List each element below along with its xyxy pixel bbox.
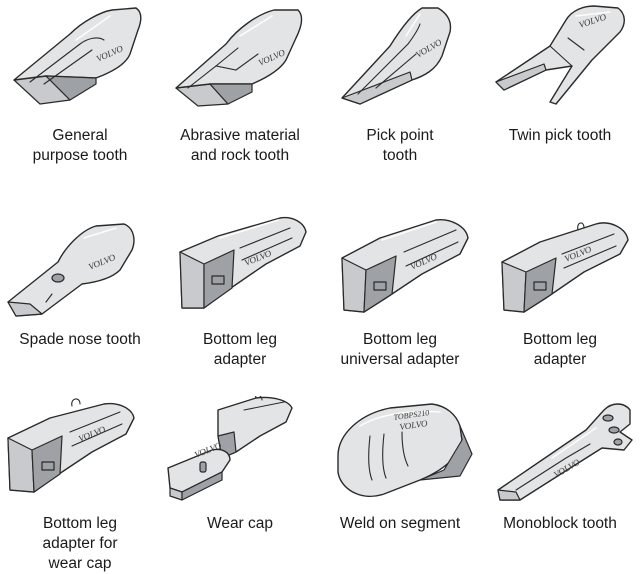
caption-bottom-leg-universal-adapter: Bottom leg universal adapter (320, 330, 480, 370)
caption-bottom-leg-adapter-2: Bottom leg adapter (480, 330, 640, 370)
spade-nose-tooth-icon: VOLVO (0, 212, 160, 324)
weld-on-segment-icon: TOBPS210 VOLVO (320, 396, 480, 508)
bottom-leg-adapter-alt-icon: VOLVO (480, 212, 640, 324)
catalog-item-pick-point-tooth: VOLVO Pick point tooth (320, 0, 480, 180)
abrasive-rock-tooth-icon: VOLVO (160, 0, 320, 112)
caption-wear-cap: Wear cap (160, 514, 320, 534)
catalog-item-wear-cap: VOLVO Wear cap (160, 396, 320, 574)
caption-pick-point-tooth: Pick point tooth (320, 126, 480, 166)
bottom-leg-adapter-wear-cap-icon: VOLVO (0, 396, 160, 508)
twin-pick-tooth-icon: VOLVO (480, 0, 640, 112)
catalog-item-bottom-leg-adapter: VOLVO Bottom leg adapter (160, 212, 320, 382)
caption-monoblock-tooth: Monoblock tooth (480, 514, 640, 534)
wear-cap-icon: VOLVO (160, 396, 320, 508)
caption-weld-on-segment: Weld on segment (320, 514, 480, 534)
catalog-item-monoblock-tooth: VOLVO Monoblock tooth (480, 396, 640, 574)
caption-twin-pick-tooth: Twin pick tooth (480, 126, 640, 146)
caption-general-purpose-tooth: General purpose tooth (0, 126, 160, 166)
general-purpose-tooth-icon: VOLVO (0, 0, 160, 112)
catalog-item-twin-pick-tooth: VOLVO Twin pick tooth (480, 0, 640, 180)
caption-bottom-leg-adapter: Bottom leg adapter (160, 330, 320, 370)
catalog-item-abrasive-rock-tooth: VOLVO Abrasive material and rock tooth (160, 0, 320, 180)
pick-point-tooth-icon: VOLVO (320, 0, 480, 112)
caption-spade-nose-tooth: Spade nose tooth (0, 330, 160, 350)
catalog-item-bottom-leg-adapter-wear-cap: VOLVO Bottom leg adapter for wear cap (0, 396, 160, 574)
bottom-leg-adapter-icon: VOLVO (160, 212, 320, 324)
caption-bottom-leg-adapter-wear-cap: Bottom leg adapter for wear cap (0, 514, 160, 574)
bottom-leg-universal-adapter-icon: VOLVO (320, 212, 480, 324)
catalog-item-weld-on-segment: TOBPS210 VOLVO Weld on segment (320, 396, 480, 574)
catalog-item-bottom-leg-adapter-2: VOLVO Bottom leg adapter (480, 212, 640, 382)
catalog-item-spade-nose-tooth: VOLVO Spade nose tooth (0, 212, 160, 382)
caption-abrasive-rock-tooth: Abrasive material and rock tooth (160, 126, 320, 166)
monoblock-tooth-icon: VOLVO (480, 396, 640, 508)
catalog-item-bottom-leg-universal-adapter: VOLVO Bottom leg universal adapter (320, 212, 480, 382)
catalog-item-general-purpose-tooth: VOLVO General purpose tooth (0, 0, 160, 180)
